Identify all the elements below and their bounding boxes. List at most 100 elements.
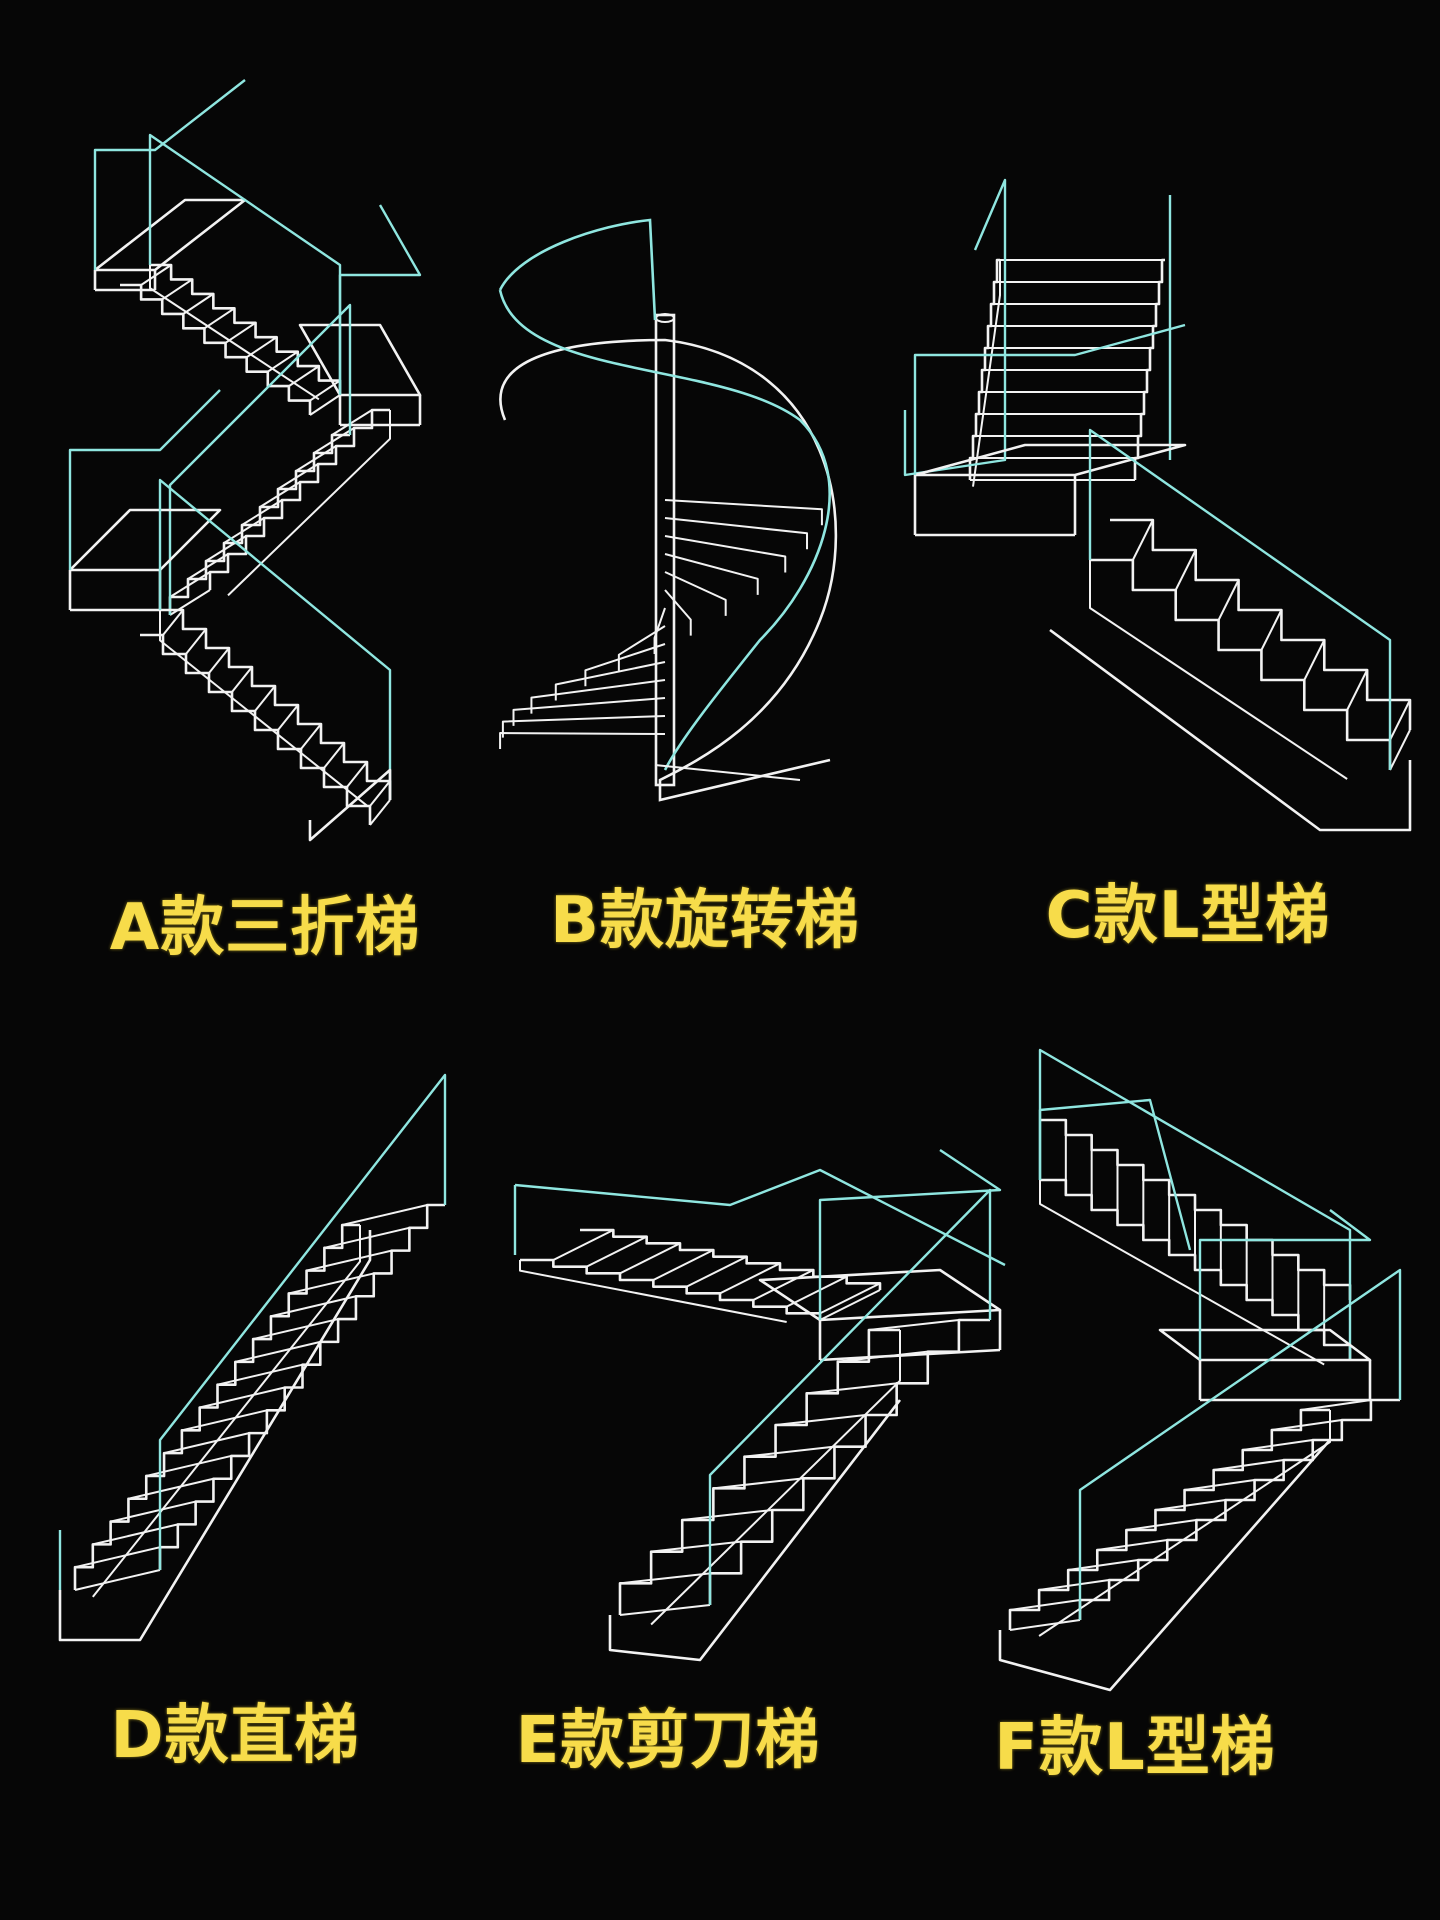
step-edge: [1217, 579, 1240, 621]
step-edge: [110, 1500, 196, 1523]
step-edge: [552, 1229, 614, 1261]
spiral-step: [664, 517, 809, 550]
spiral-step: [664, 571, 727, 616]
step-edge: [181, 1409, 268, 1432]
label-stair-b: B款旋转梯: [550, 884, 860, 958]
spiral-step: [499, 732, 666, 750]
base: [998, 1439, 1331, 1692]
step-edge: [241, 499, 283, 526]
glass-railing: [158, 478, 392, 800]
stringer: [92, 1225, 361, 1598]
landing-top: [94, 198, 247, 272]
step-edge: [235, 1340, 321, 1363]
step-edge: [324, 1226, 410, 1249]
spiral-step: [664, 589, 692, 636]
stringer: [519, 1260, 787, 1323]
glass-railing: [93, 79, 246, 270]
landing-mid: [298, 323, 422, 397]
spiral-glass-rail: [498, 218, 831, 771]
step-edge: [1009, 1619, 1081, 1631]
stringer: [159, 610, 368, 807]
step-edge: [203, 307, 235, 330]
step-edge: [277, 704, 299, 731]
step-edge: [270, 1295, 357, 1318]
step-edge: [182, 293, 214, 315]
glass-railing: [1198, 1209, 1372, 1360]
spiral-pole: [654, 313, 676, 787]
step-edge: [682, 1509, 773, 1521]
glass-railing: [158, 1073, 447, 1570]
label-stair-a: A款三折梯: [109, 891, 421, 965]
landing: [1158, 1328, 1372, 1362]
glass-railing: [913, 323, 1186, 475]
stair-profile-back: [168, 433, 350, 615]
base: [608, 1399, 902, 1662]
base: [58, 1230, 372, 1642]
stair-profile-back: [140, 633, 372, 825]
step-edge: [1271, 1419, 1342, 1431]
step-edge: [686, 1255, 748, 1288]
step-edge: [652, 1249, 714, 1281]
step-edge: [1242, 1439, 1313, 1451]
stair-profile-front: [73, 1223, 360, 1590]
stair-profile-front: [160, 608, 392, 800]
step-edge: [1389, 729, 1411, 771]
spiral-step: [617, 625, 666, 671]
glass-railing: [68, 389, 221, 570]
step-edge: [651, 1540, 742, 1553]
stair-profile-front: [618, 1328, 900, 1615]
step-edge: [208, 647, 230, 674]
step-edge: [1009, 1599, 1081, 1611]
step-edge: [74, 1546, 161, 1569]
step-edge: [254, 685, 276, 712]
step-edge: [323, 742, 345, 769]
step-edge: [162, 609, 184, 636]
step-edge: [161, 278, 193, 301]
step-edge: [786, 1275, 848, 1308]
stringer: [1038, 1410, 1331, 1637]
step-edge: [819, 1289, 881, 1321]
step-edge: [752, 1269, 814, 1301]
step-edge: [1097, 1539, 1168, 1551]
step-edge: [140, 264, 172, 286]
step-edge: [369, 799, 391, 826]
step-edge: [868, 1319, 959, 1331]
landing-low: [69, 508, 222, 572]
base: [1049, 628, 1412, 832]
stringer: [650, 1330, 901, 1626]
step-edge: [369, 780, 391, 807]
step-edge: [586, 1235, 648, 1268]
step-edge: [92, 1523, 179, 1546]
stair-profile-front: [1008, 1408, 1330, 1630]
stair-profile-back: [1133, 258, 1165, 480]
glass-railing: [514, 1168, 1006, 1267]
spiral-step: [530, 679, 666, 714]
stair-profile-back: [120, 283, 312, 415]
label-stair-f: F款L型梯: [994, 1711, 1276, 1785]
step-edge: [1155, 1499, 1226, 1511]
step-edge: [128, 1477, 214, 1500]
stair-profile-back: [158, 1203, 445, 1570]
stringer: [149, 265, 320, 401]
step-edge: [309, 394, 341, 416]
stair-profile-back: [580, 1228, 882, 1290]
step-edge: [1300, 1399, 1372, 1411]
step-edge: [719, 1262, 781, 1295]
step-edge: [341, 1204, 428, 1226]
step-edge: [225, 321, 257, 344]
step-edge: [313, 427, 355, 454]
stair-profile-front: [150, 263, 342, 395]
step-edge: [713, 1477, 804, 1490]
glass-railing: [818, 1149, 1002, 1320]
step-edge: [277, 463, 319, 490]
stringer: [227, 410, 391, 597]
step-edge: [231, 666, 253, 693]
spiral-step: [512, 697, 666, 726]
spiral-step: [664, 535, 787, 573]
step-edge: [331, 409, 373, 436]
stringer: [972, 260, 1001, 487]
step-edge: [252, 1318, 339, 1341]
glass-railing: [338, 204, 422, 395]
landing-edge: [819, 1348, 1001, 1362]
